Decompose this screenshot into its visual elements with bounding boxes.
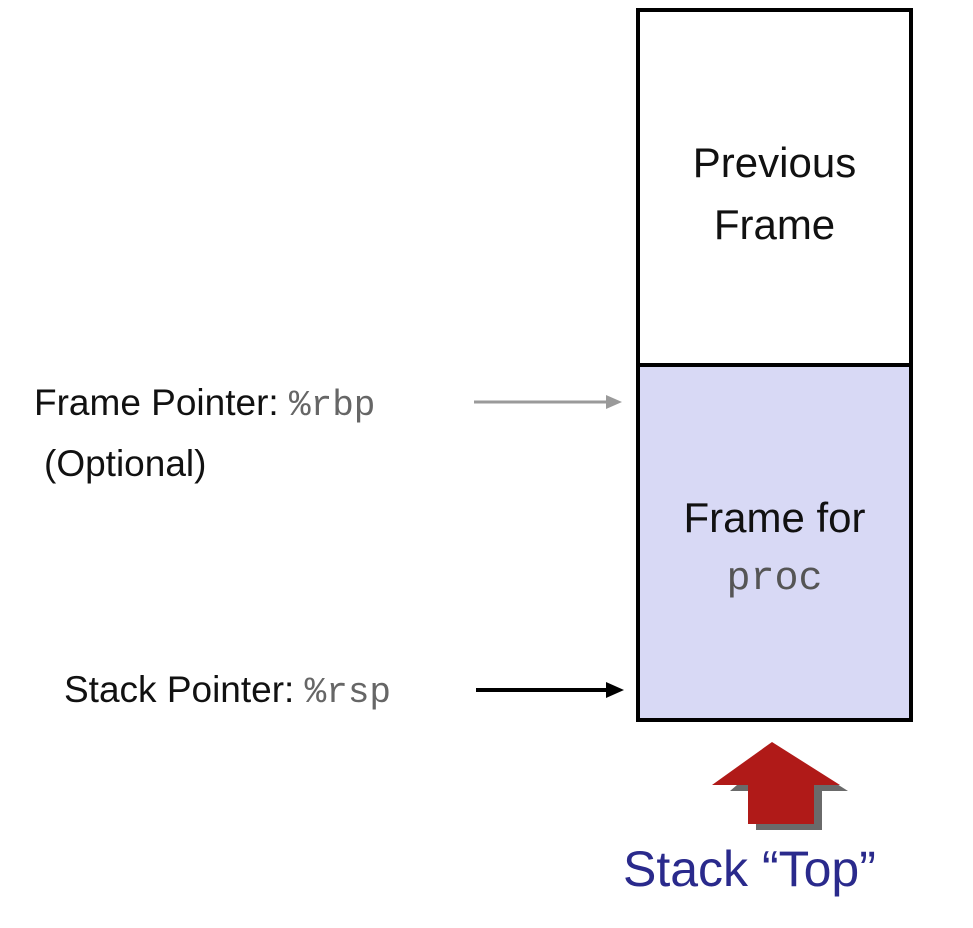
frame-pointer-note: (Optional): [44, 443, 207, 484]
frame-pointer-label: Frame Pointer: %rbp: [34, 382, 375, 426]
stack-top-arrow-icon: [712, 742, 848, 830]
proc-frame-name: proc: [726, 557, 823, 602]
previous-frame-line2: Frame: [713, 201, 836, 248]
previous-frame-line1: Previous: [692, 139, 857, 186]
frame-pointer-text: Frame Pointer:: [34, 382, 289, 423]
stack-top-label: Stack “Top”: [623, 841, 876, 897]
stack-pointer-label: Stack Pointer: %rsp: [64, 669, 391, 713]
stack-pointer-text: Stack Pointer:: [64, 669, 305, 710]
frame-pointer-arrow: [474, 395, 622, 409]
frame-pointer-register: %rbp: [288, 385, 376, 426]
previous-frame-box: Previous Frame: [636, 8, 913, 367]
stack-pointer-arrow: [476, 682, 624, 698]
proc-frame-line1: Frame for: [683, 494, 866, 541]
stack-pointer-register: %rsp: [304, 672, 392, 713]
proc-frame-box: Frame for proc: [636, 363, 913, 722]
